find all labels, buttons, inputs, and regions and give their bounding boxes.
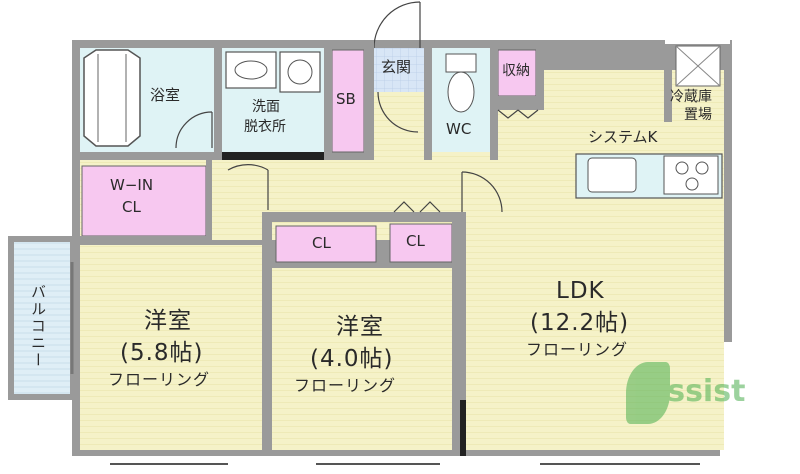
toilet-label: WC <box>446 120 472 138</box>
washroom-label-2: 脱衣所 <box>244 119 286 135</box>
watermark-text: Assist <box>644 374 746 409</box>
fridge-label-1: 冷蔵庫 <box>670 89 712 105</box>
bath-label: 浴室 <box>150 86 181 104</box>
kitchen-label: システムK <box>588 128 658 146</box>
fridge-space <box>675 45 721 87</box>
ldk-floor: フローリング <box>526 340 629 359</box>
ldk-name: LDK <box>556 278 605 304</box>
storage-label: 収納 <box>502 63 530 79</box>
western-room-2-size: (4.0帖) <box>310 346 394 372</box>
balcony-area <box>8 236 74 400</box>
entrance <box>373 1 424 133</box>
washroom-label-1: 洗面 <box>252 99 280 115</box>
closet-1-label: CL <box>312 234 331 252</box>
shoebox-label: SB <box>336 90 356 108</box>
walk-in-closet-label-2: CL <box>122 198 141 216</box>
entrance-label: 玄関 <box>381 58 412 76</box>
leaf-logo-icon <box>626 362 670 424</box>
western-room-2-floor: フローリング <box>294 376 397 395</box>
interior-walls <box>72 40 672 456</box>
window-ldk-side <box>460 400 466 456</box>
western-room-1-size: (5.8帖) <box>120 340 204 366</box>
ldk-size: (12.2帖) <box>530 310 630 336</box>
assist-watermark: Assist <box>626 352 786 432</box>
western-room-2-name: 洋室 <box>336 314 384 340</box>
balcony-label: バルコニー <box>29 284 47 369</box>
western-room-1-floor: フローリング <box>108 370 211 389</box>
western-room-1-name: 洋室 <box>144 308 192 334</box>
fridge-label-2: 置場 <box>684 107 712 123</box>
kitchen-counter <box>575 153 723 199</box>
walk-in-closet-label-1: W−IN <box>110 176 154 194</box>
door-swings <box>227 109 539 213</box>
closet-2-label: CL <box>406 232 425 250</box>
bath-room <box>80 48 214 152</box>
toilet-room <box>432 48 490 152</box>
washroom <box>222 48 324 160</box>
closet-1 <box>275 225 377 263</box>
wood-floors <box>80 70 724 450</box>
